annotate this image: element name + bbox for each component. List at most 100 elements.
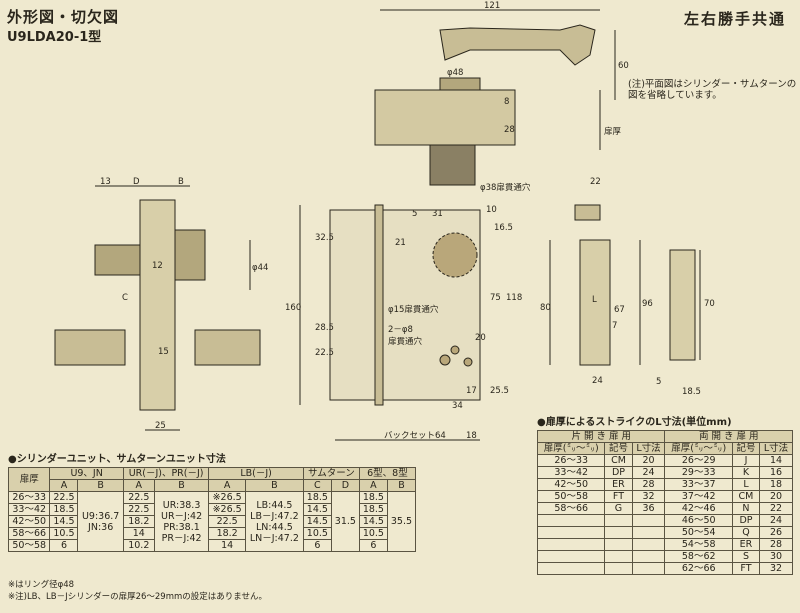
dim-32-5: 32.5: [315, 233, 334, 243]
subcol-d-7: D: [330, 479, 360, 492]
strike-plate-double: [669, 249, 696, 361]
dim-b: B: [178, 177, 184, 187]
table-cell: [536, 514, 606, 527]
dim-21: 21: [395, 238, 406, 248]
dim-75: 75: [490, 293, 501, 303]
table-cell: 32: [758, 562, 794, 575]
table-cell: 28: [631, 478, 666, 491]
strike-table-title: ●扉厚によるストライクのL寸法(単位mm): [537, 417, 732, 428]
dim-31: 31: [432, 209, 443, 219]
strike-subcol-2: L寸法: [631, 442, 666, 455]
dim-8: 8: [504, 97, 509, 107]
table-cell: G: [604, 502, 633, 515]
dim-5: 5: [412, 209, 417, 219]
table-cell: 58～62: [664, 550, 733, 563]
table-cell: 18: [758, 478, 794, 491]
shaft-top: [429, 144, 476, 186]
table-cell: 14.5: [49, 515, 79, 528]
merged-cell-b68: 35.5: [386, 491, 417, 552]
table-cell: ※26.5: [208, 503, 246, 516]
table-cell: ER: [731, 538, 760, 551]
table-cell: 24: [631, 466, 666, 479]
table-cell: K: [731, 466, 760, 479]
table-cell: 14: [208, 539, 246, 552]
table-cell: 14: [758, 454, 794, 467]
dim-24: 24: [592, 376, 603, 386]
table-cell: 37～42: [664, 490, 733, 503]
table-cell: CM: [731, 490, 760, 503]
table-cell: 14.5: [358, 515, 388, 528]
cell-door-thickness: 26～33: [7, 491, 51, 504]
hole-8-label: 2－φ8: [388, 325, 413, 335]
subcol-c-6: C: [302, 479, 332, 492]
hole-15-label: φ15扉貫通穴: [388, 304, 439, 315]
through-hole-38: [432, 232, 478, 278]
table-cell: 6: [302, 539, 332, 552]
col-thumbturn: サムターン: [302, 467, 360, 480]
strike-plate-single: [579, 239, 611, 366]
table-cell: 14.5: [302, 503, 332, 516]
table-cell: 10.2: [122, 539, 155, 552]
cylinder-table-title: ●シリンダーユニット、サムターンユニット寸法: [8, 454, 226, 465]
table-cell: [604, 526, 633, 539]
dim-28-5: 28.5: [315, 323, 334, 333]
dim-d: D: [133, 177, 140, 187]
plan-view-note: (注)平面図はシリンダー・サムターンの図を省略しています。: [628, 79, 797, 101]
table-cell: 46～50: [664, 514, 733, 527]
subcol-b-3: B: [153, 479, 210, 492]
dim-60: 60: [618, 61, 629, 71]
subcol-a-2: A: [122, 479, 155, 492]
table-cell: 22.5: [122, 503, 155, 516]
table-cell: 18.5: [358, 503, 388, 516]
table-cell: 18.2: [208, 527, 246, 540]
subcol-b-9: B: [386, 479, 417, 492]
table-cell: L: [731, 478, 760, 491]
table-cell: [536, 562, 606, 575]
table-cell: 22: [758, 502, 794, 515]
table-cell: [604, 550, 633, 563]
merged-cell-d1: 31.5: [330, 491, 360, 552]
table-cell: 18.5: [49, 503, 79, 516]
subcol-b-5: B: [244, 479, 304, 492]
table-cell: 26: [758, 526, 794, 539]
strike-subcol-3: 扉厚(㍉～㍉): [664, 442, 733, 455]
strike-subcol-0: 扉厚(㍉～㍉): [536, 442, 606, 455]
cell-door-thickness: 50～58: [7, 539, 51, 552]
dim-12: 12: [152, 261, 163, 271]
table-cell: ER: [604, 478, 633, 491]
table-cell: FT: [604, 490, 633, 503]
dim-70: 70: [704, 299, 715, 309]
dim-18: 18: [466, 431, 477, 441]
cylinder-table: 扉厚 U9、JN UR(－J)、PR(－J) LB(－J) サムターン 6型、8…: [7, 467, 417, 552]
table-cell: 20: [758, 490, 794, 503]
table-cell: Q: [731, 526, 760, 539]
merged-cell-lb: LB:44.5 LB－J:47.2 LN:44.5 LN－J:47.2: [244, 491, 304, 552]
subcol-a-4: A: [208, 479, 246, 492]
table-cell: 22.5: [208, 515, 246, 528]
table-cell: [604, 514, 633, 527]
hole-38-label: φ38扉貫通穴: [480, 182, 531, 193]
strike-subcol-5: L寸法: [758, 442, 794, 455]
table-cell: 33～37: [664, 478, 733, 491]
table-cell: [631, 514, 666, 527]
table-cell: [536, 538, 606, 551]
table-cell: [631, 550, 666, 563]
table-cell: 42～50: [536, 478, 606, 491]
dim-48: φ48: [447, 68, 463, 78]
col-u9: U9、JN: [49, 467, 124, 480]
dim-16-5: 16.5: [494, 223, 513, 233]
table-cell: 14: [122, 527, 155, 540]
cylinder-side: [94, 244, 141, 276]
double-door-head: 両 開 き 扉 用: [664, 430, 793, 443]
table-cell: 62～66: [664, 562, 733, 575]
